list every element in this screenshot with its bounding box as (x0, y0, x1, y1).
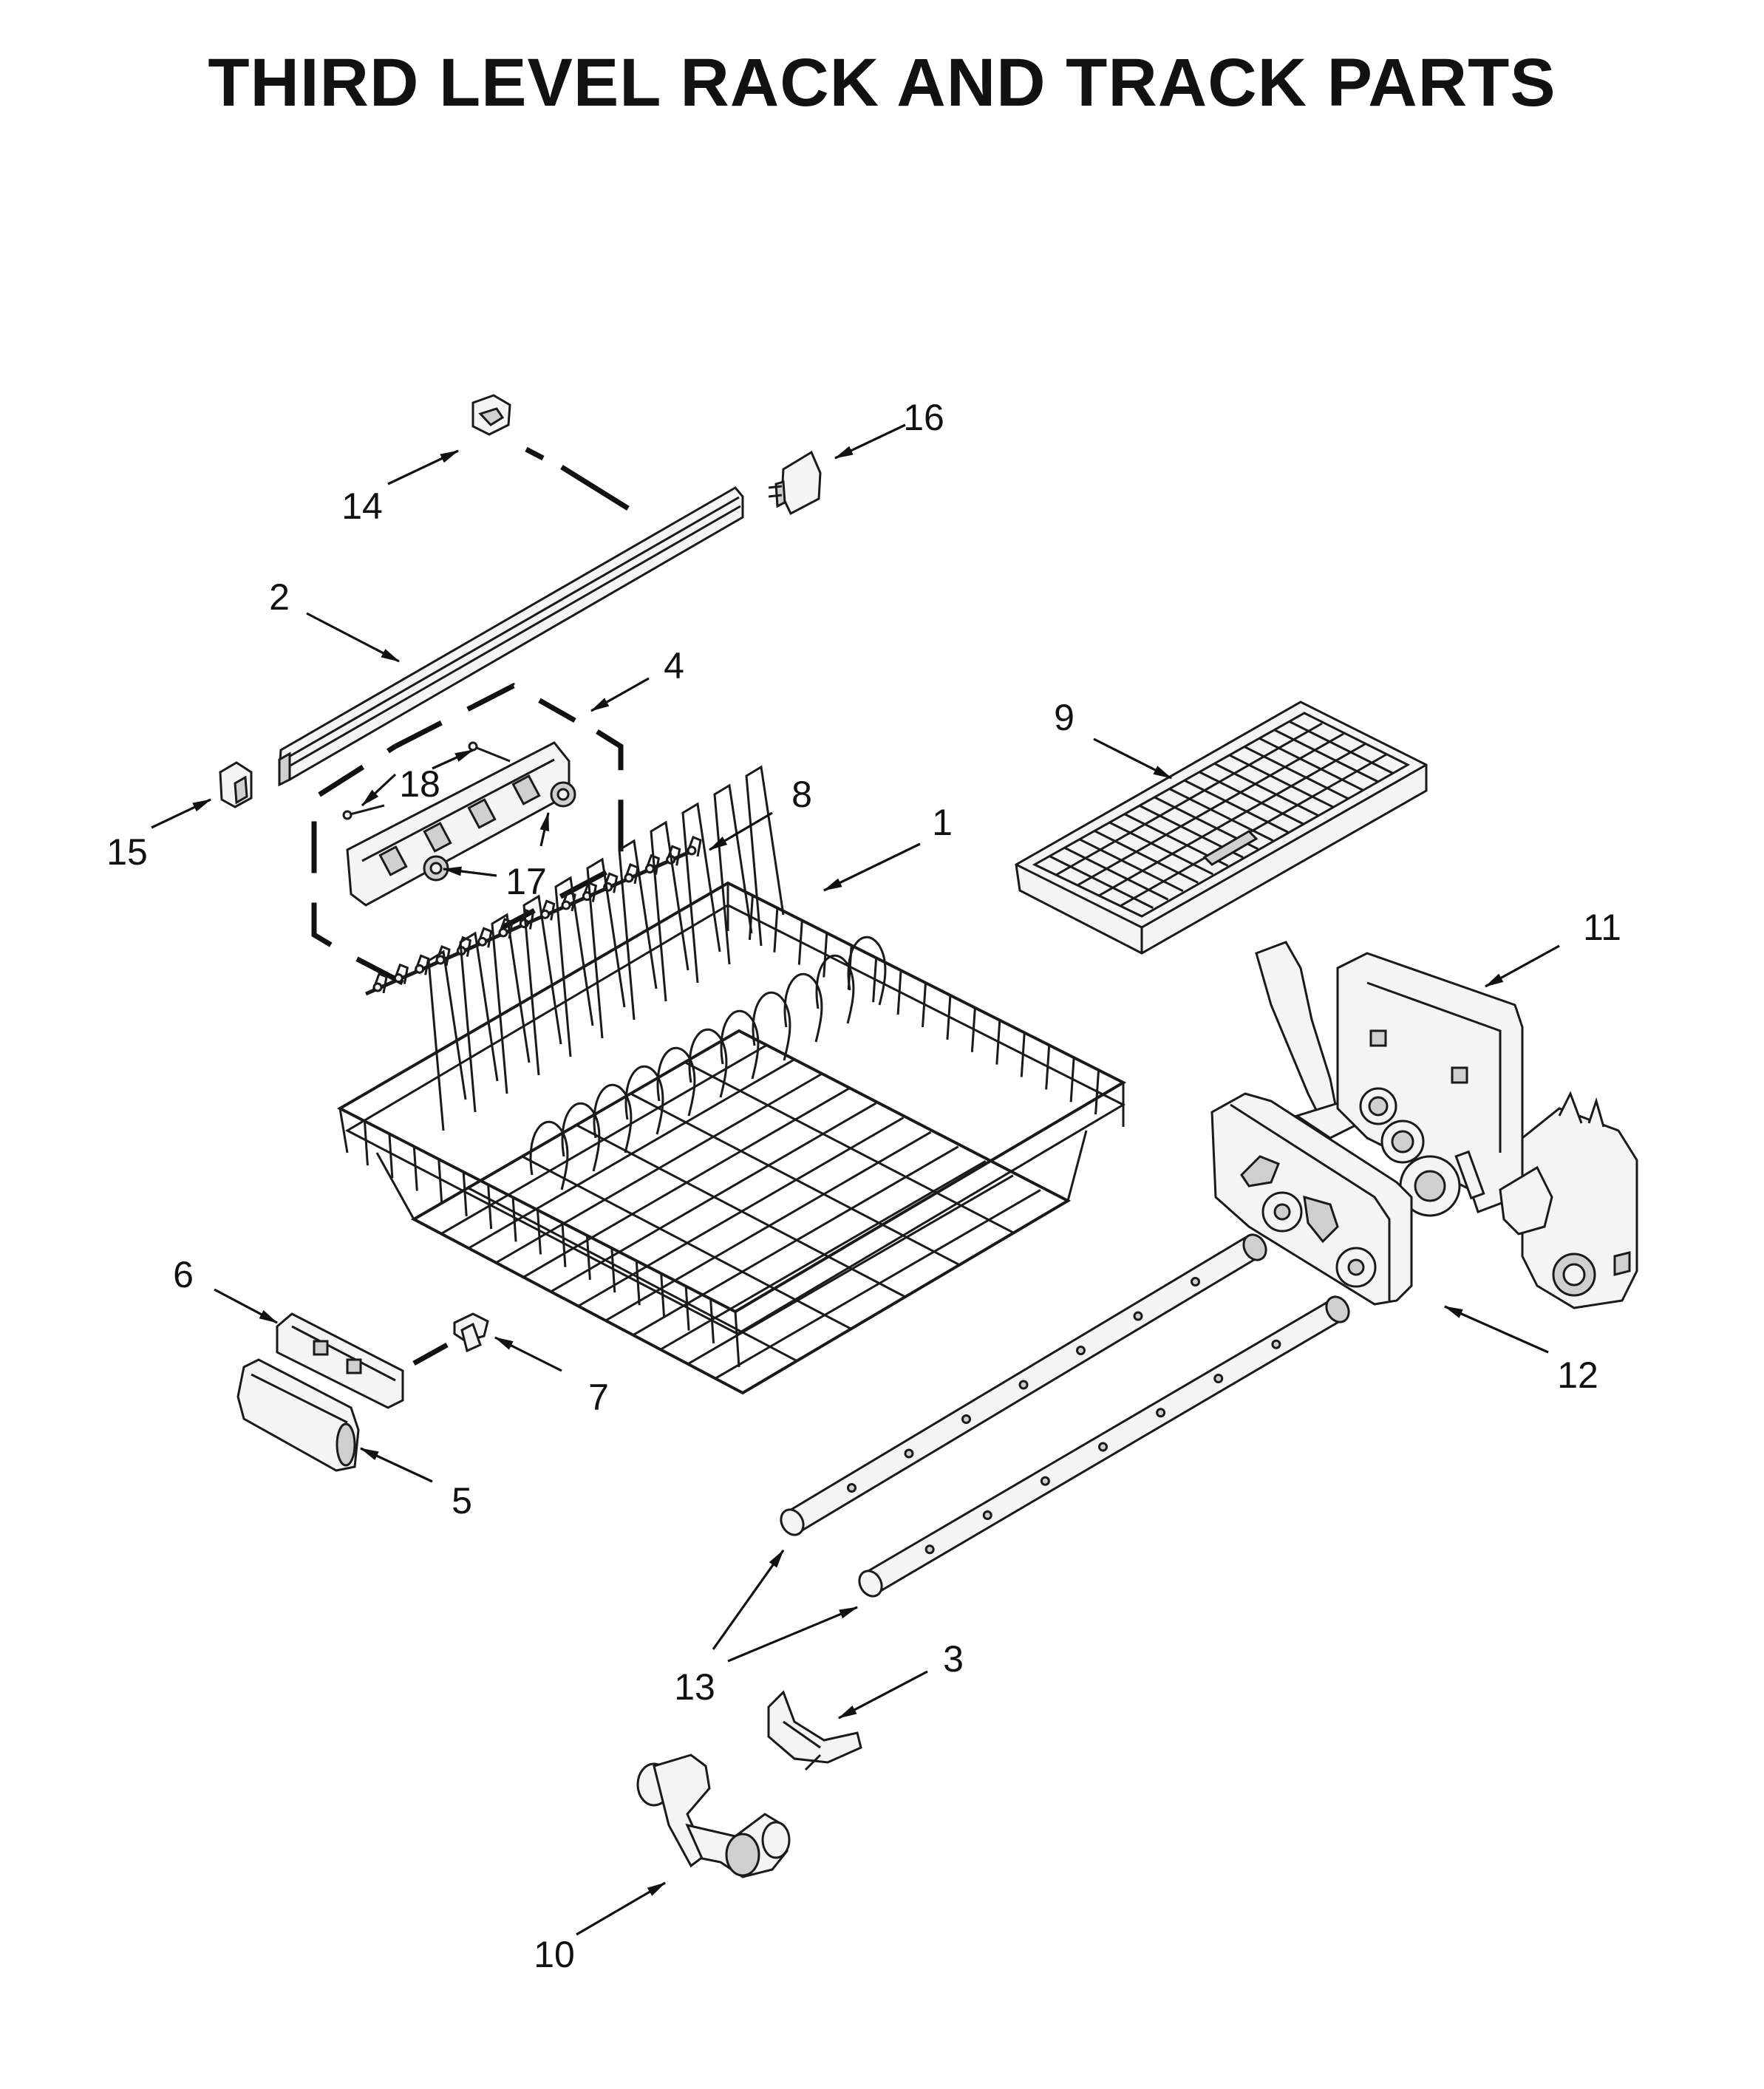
part-4-adjuster-bracket (342, 741, 576, 907)
callout-15: 15 (106, 831, 148, 873)
part-5-end-cap-cover (236, 1358, 360, 1472)
part-15-rail-end-cap (219, 761, 253, 808)
callout-6: 6 (173, 1254, 194, 1295)
callout-13: 13 (674, 1666, 715, 1708)
part-1-wire-rack (336, 765, 1127, 1395)
callout-9: 9 (1054, 697, 1075, 738)
part-6-bracket (276, 1312, 404, 1409)
part-11-drive-assembly (1255, 941, 1638, 1309)
part-2-track-rail (278, 486, 744, 787)
callout-5: 5 (452, 1480, 472, 1521)
callout-17: 17 (505, 861, 547, 902)
part-4-assembly-group (311, 683, 624, 986)
part-10-hinge-arm (636, 1754, 791, 1878)
part-13-spray-tubes (780, 1233, 1350, 1598)
callout-2: 2 (269, 576, 290, 618)
callout-8: 8 (791, 774, 812, 815)
callout-12: 12 (1557, 1354, 1598, 1396)
callout-3: 3 (943, 1638, 964, 1680)
part-16-rail-end-clip (768, 450, 822, 516)
callout-10: 10 (534, 1934, 575, 1975)
page-title: THIRD LEVEL RACK AND TRACK PARTS (208, 45, 1556, 120)
callout-16: 16 (903, 397, 944, 438)
part-14-nozzle (471, 394, 511, 436)
part-3-clip (767, 1690, 862, 1771)
callout-14: 14 (341, 485, 383, 527)
assembly-line (560, 465, 630, 511)
callout-18: 18 (399, 763, 440, 805)
callout-1: 1 (932, 802, 953, 843)
assembly-line (412, 1342, 449, 1366)
part-12-cover-plate (1210, 1092, 1413, 1306)
callout-11: 11 (1583, 907, 1621, 948)
assembly-line (525, 446, 545, 461)
callout-4: 4 (664, 645, 684, 686)
part-9-cutlery-tray (1015, 701, 1428, 955)
leader-lines (151, 423, 1560, 1936)
callout-7: 7 (588, 1377, 609, 1418)
part-7-screw (453, 1312, 489, 1353)
